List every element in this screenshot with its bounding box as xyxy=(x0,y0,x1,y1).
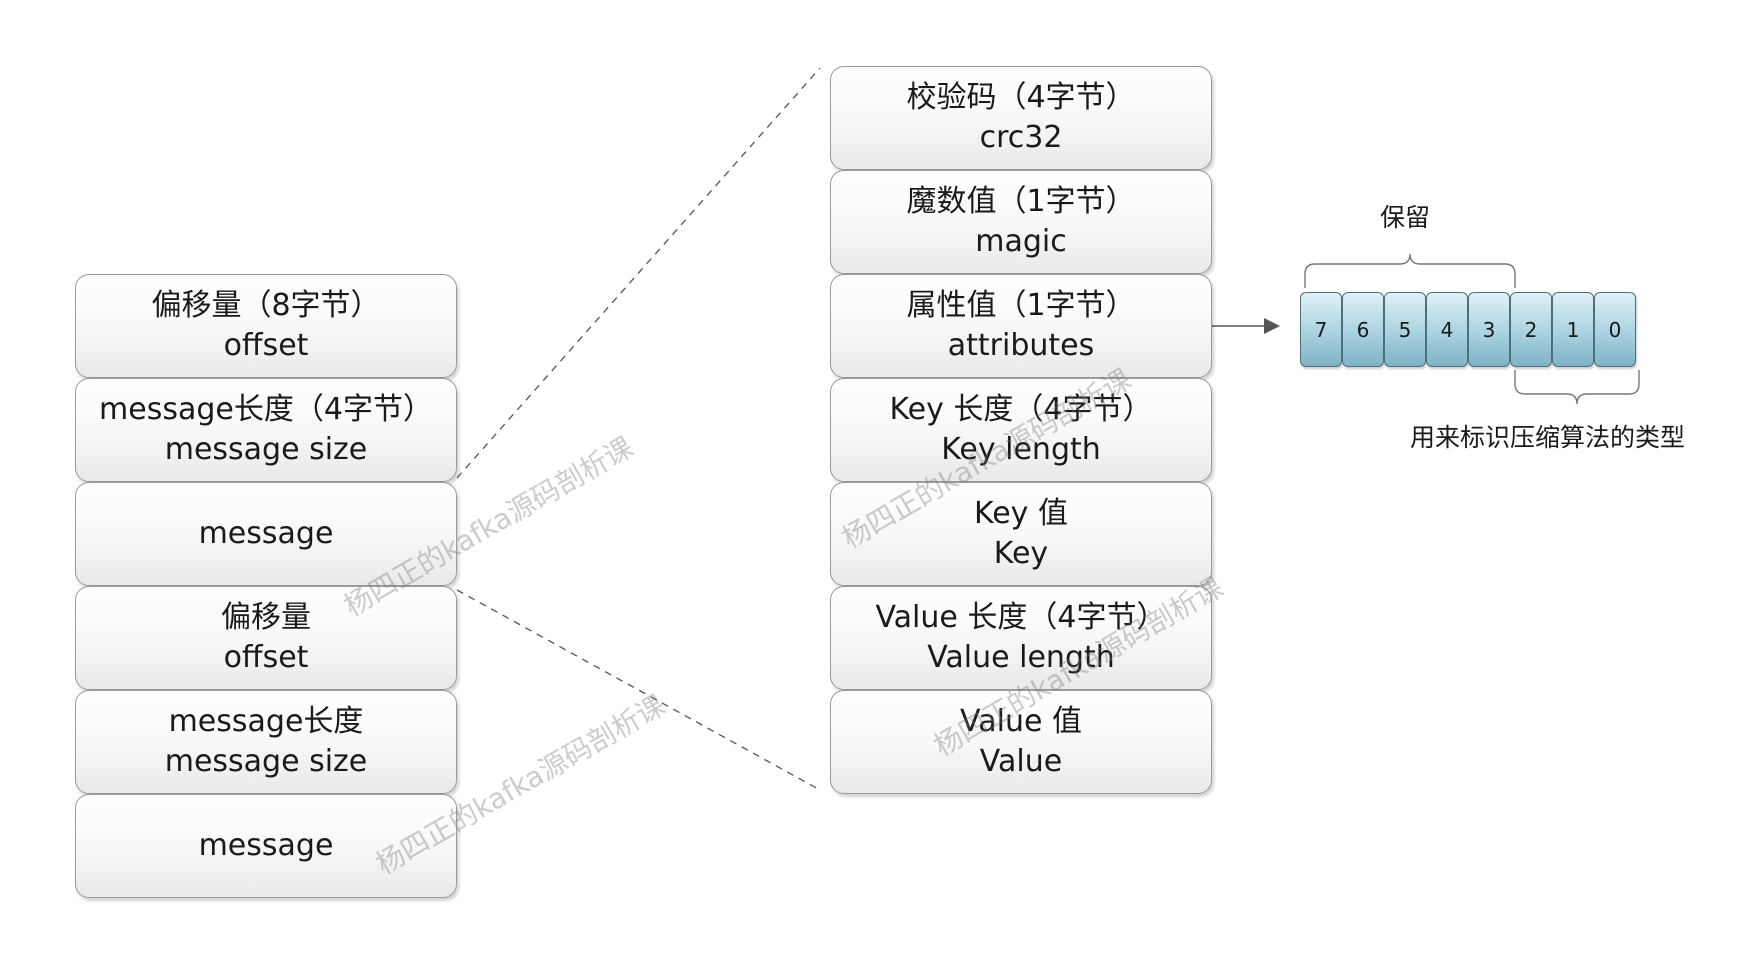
field-label-cn: 校验码（4字节） xyxy=(906,80,1136,115)
field-label-en: offset xyxy=(223,640,309,675)
field-label-cn: Value 长度（4字节） xyxy=(875,600,1167,635)
bit-7: 7 xyxy=(1300,292,1342,367)
field-label: message xyxy=(198,828,334,863)
message-size-box-2: message长度 message size xyxy=(75,690,457,794)
message-box-2: message xyxy=(75,794,457,898)
value-length-box: Value 长度（4字节） Value length xyxy=(830,586,1212,690)
field-label-en: Value length xyxy=(927,640,1115,675)
field-label-cn: 偏移量 xyxy=(221,600,311,635)
attributes-arrow-head xyxy=(1264,318,1280,334)
field-label-cn: Key 值 xyxy=(974,496,1068,531)
bit-3: 3 xyxy=(1468,292,1510,367)
field-label-cn: 偏移量（8字节） xyxy=(151,288,381,323)
value-box: Value 值 Value xyxy=(830,690,1212,794)
offset-box-2: 偏移量 offset xyxy=(75,586,457,690)
message-size-box: message长度（4字节） message size xyxy=(75,378,457,482)
field-label-en: Value xyxy=(979,744,1063,779)
reserved-label: 保留 xyxy=(1380,203,1431,232)
zoom-line-bottom xyxy=(456,589,821,791)
offset-box: 偏移量（8字节） offset xyxy=(75,274,457,378)
bit-0: 0 xyxy=(1594,292,1636,367)
field-label-en: Key length xyxy=(941,432,1101,467)
field-label-en: Key xyxy=(993,536,1049,571)
field-label-cn: message长度 xyxy=(168,704,364,739)
field-label-cn: Value 值 xyxy=(960,704,1082,739)
field-label-en: attributes xyxy=(947,328,1095,363)
reserved-brace xyxy=(1304,253,1516,288)
field-label: message xyxy=(198,516,334,551)
field-label-en: magic xyxy=(975,224,1067,259)
key-box: Key 值 Key xyxy=(830,482,1212,586)
field-label-cn: 魔数值（1字节） xyxy=(906,184,1136,219)
key-length-box: Key 长度（4字节） Key length xyxy=(830,378,1212,482)
magic-box: 魔数值（1字节） magic xyxy=(830,170,1212,274)
bit-2: 2 xyxy=(1510,292,1552,367)
bit-5: 5 xyxy=(1384,292,1426,367)
compression-label: 用来标识压缩算法的类型 xyxy=(1410,423,1686,452)
field-label-en: message size xyxy=(164,432,368,467)
bit-6: 6 xyxy=(1342,292,1384,367)
attributes-box: 属性值（1字节） attributes xyxy=(830,274,1212,378)
field-label-cn: Key 长度（4字节） xyxy=(889,392,1153,427)
field-label-en: message size xyxy=(164,744,368,779)
crc32-box: 校验码（4字节） crc32 xyxy=(830,66,1212,170)
field-label-cn: message长度（4字节） xyxy=(99,392,433,427)
bit-1: 1 xyxy=(1552,292,1594,367)
zoom-line-top xyxy=(456,67,821,479)
field-label-en: crc32 xyxy=(979,120,1063,155)
field-label-en: offset xyxy=(223,328,309,363)
field-label-cn: 属性值（1字节） xyxy=(906,288,1136,323)
message-box: message xyxy=(75,482,457,586)
bit-4: 4 xyxy=(1426,292,1468,367)
compression-brace xyxy=(1514,370,1640,405)
